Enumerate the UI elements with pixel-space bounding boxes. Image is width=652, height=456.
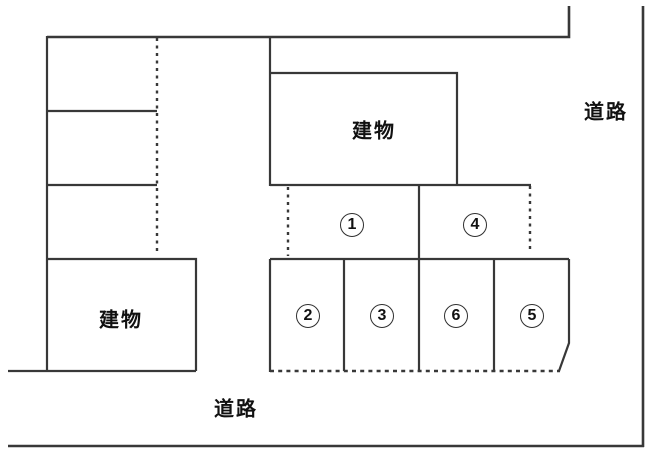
- building-left-label: 建物: [99, 309, 143, 332]
- stall-6-marker: 6: [444, 304, 468, 328]
- stall-4-marker: 4: [463, 213, 487, 237]
- stall-3-marker: 3: [370, 304, 394, 328]
- stall-2-marker: 2: [296, 304, 320, 328]
- left-parcel-lines: [45, 36, 157, 372]
- building-top-label: 建物: [352, 120, 396, 143]
- road-right-label: 道路: [584, 101, 628, 124]
- dashed-boundary-lines: [155, 38, 532, 256]
- building-left-outline: [8, 257, 198, 373]
- road-boundary-lines: [8, 6, 645, 448]
- stall-lines: [268, 183, 571, 372]
- stall-5-marker: 5: [520, 304, 544, 328]
- stall-1-marker: 1: [340, 213, 364, 237]
- road-bottom-label: 道路: [214, 398, 258, 421]
- building-top-outline: [268, 37, 459, 186]
